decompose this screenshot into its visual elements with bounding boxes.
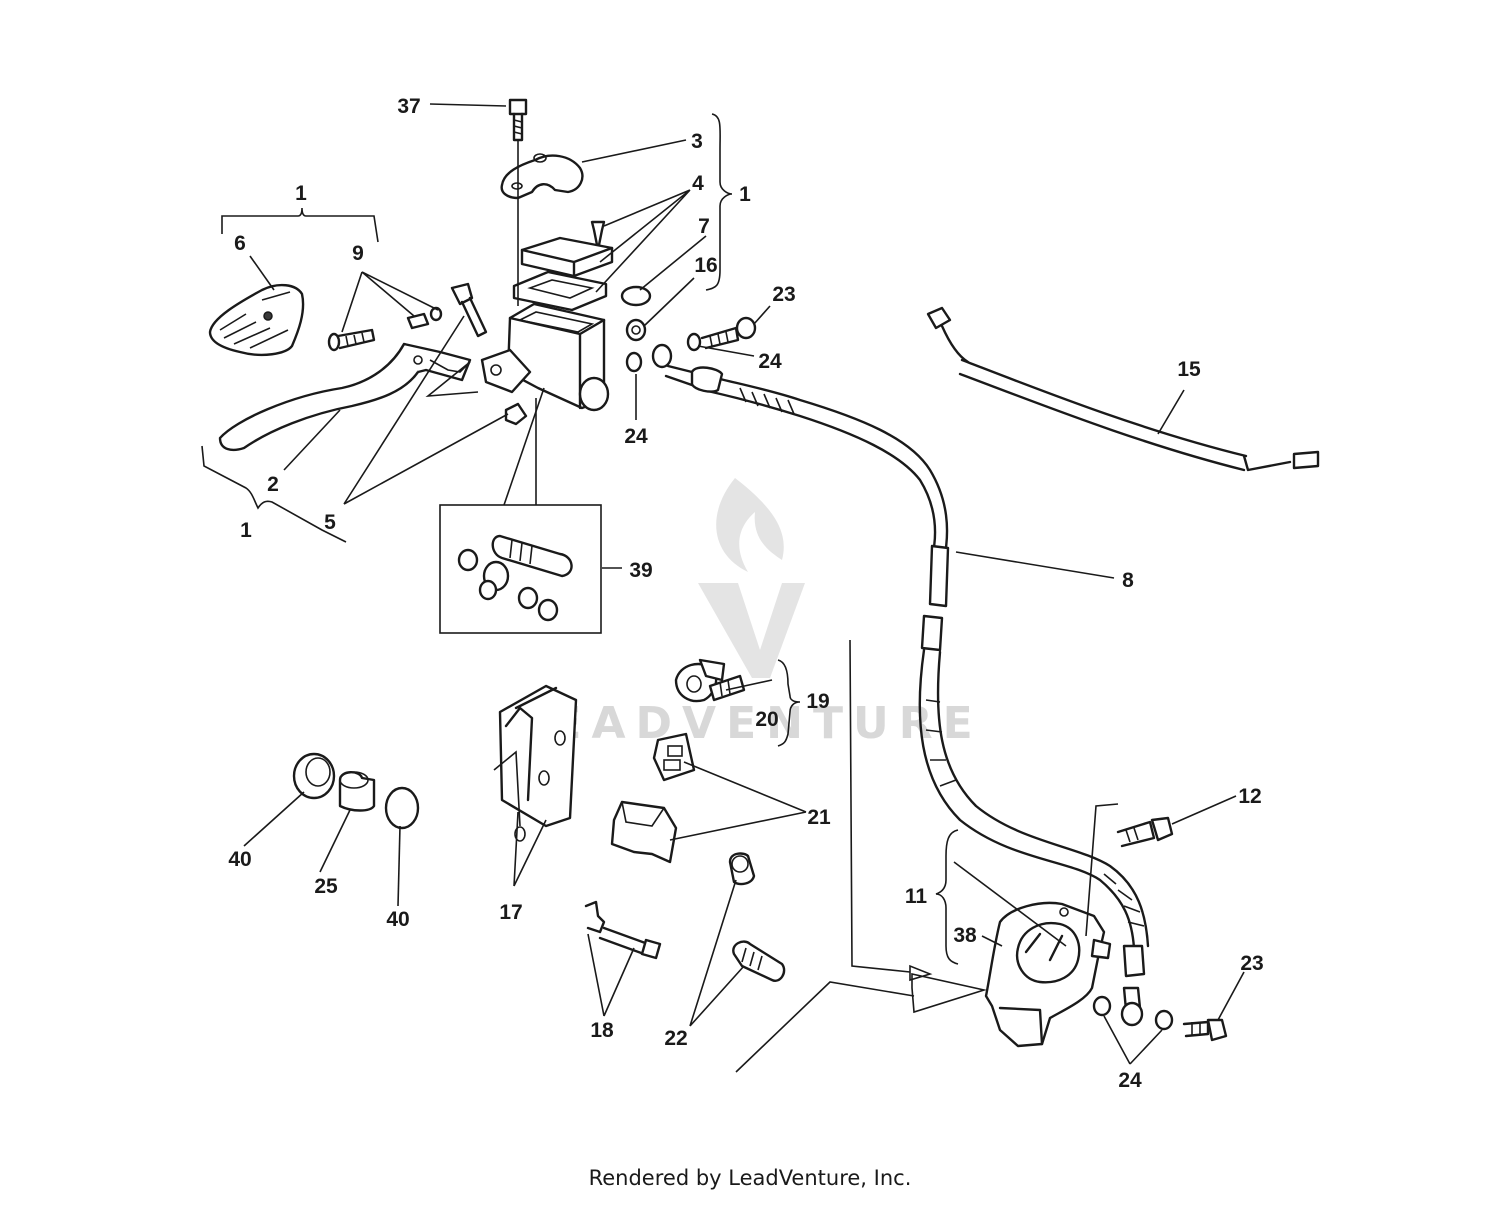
callout-23-bottom: 23 xyxy=(1240,952,1263,975)
caliper-38 xyxy=(984,901,1112,1048)
master-cylinder-body xyxy=(480,302,610,412)
boots-22 xyxy=(728,852,786,982)
rendered-by-footer: Rendered by LeadVenture, Inc. xyxy=(588,1166,912,1190)
brake-pads-17 xyxy=(493,684,578,842)
callout-25: 25 xyxy=(314,875,338,898)
callout-21: 21 xyxy=(807,806,831,829)
piston-25 xyxy=(338,771,376,812)
callout-12: 12 xyxy=(1238,785,1261,808)
plug-7 xyxy=(620,285,652,307)
callout-labels: 37 3 4 1 7 16 1 6 9 23 24 24 15 2 5 1 39… xyxy=(228,95,1263,1092)
bolt-37 xyxy=(508,98,528,142)
callout-8: 8 xyxy=(1122,569,1134,592)
banjo-fittings-bottom xyxy=(1092,986,1228,1042)
callout-2: 2 xyxy=(267,473,279,496)
callout-17: 17 xyxy=(499,901,522,924)
brake-lever-2 xyxy=(218,342,472,452)
reservoir-cap xyxy=(512,236,614,312)
piston-seal-40 xyxy=(292,752,336,800)
brake-hose-8 xyxy=(664,364,1150,978)
clamp-3 xyxy=(500,153,584,200)
leadventure-watermark: LEADVENTURE xyxy=(513,478,982,749)
callout-18: 18 xyxy=(590,1019,614,1042)
callout-40-right: 40 xyxy=(386,908,409,931)
callout-4: 4 xyxy=(692,172,704,195)
callout-6: 6 xyxy=(234,232,246,255)
lever-guard-6 xyxy=(208,283,305,357)
cable-15 xyxy=(926,306,1320,472)
callout-24-top-right: 24 xyxy=(758,350,782,373)
callout-20: 20 xyxy=(755,708,778,731)
callout-15: 15 xyxy=(1177,358,1201,381)
pad-pin-18 xyxy=(584,900,662,960)
banjo-fittings-top xyxy=(625,316,757,373)
callout-38: 38 xyxy=(953,924,977,947)
pivot-bolt-5 xyxy=(450,282,528,426)
dust-seal-40 xyxy=(384,786,420,830)
callout-9: 9 xyxy=(352,242,364,265)
callout-23-top: 23 xyxy=(772,283,795,306)
callout-24-bottom: 24 xyxy=(1118,1069,1142,1092)
callout-24-top-below: 24 xyxy=(624,425,648,448)
leader-lines xyxy=(201,103,1245,1073)
callout-1-lever: 1 xyxy=(295,182,307,205)
bolt-12 xyxy=(1116,816,1174,848)
callout-1-bottom: 1 xyxy=(240,519,252,542)
callout-22: 22 xyxy=(664,1027,687,1050)
callout-7: 7 xyxy=(698,215,710,238)
nut-16 xyxy=(625,318,647,342)
bleeder-assembly-19 xyxy=(674,658,746,703)
callout-11: 11 xyxy=(905,885,928,908)
screw-9 xyxy=(327,306,443,352)
repair-kit-39 xyxy=(439,504,602,634)
callout-1-top-right: 1 xyxy=(739,183,751,206)
pad-springs-21 xyxy=(610,732,696,864)
callout-39: 39 xyxy=(629,559,652,582)
callout-16: 16 xyxy=(694,254,717,277)
callout-19: 19 xyxy=(806,690,829,713)
callout-37: 37 xyxy=(397,95,420,118)
callout-3: 3 xyxy=(691,130,703,153)
screw-4 xyxy=(590,220,606,252)
watermark-text: LEADVENTURE xyxy=(513,698,982,749)
callout-5: 5 xyxy=(324,511,336,534)
callout-40-left: 40 xyxy=(228,848,251,871)
